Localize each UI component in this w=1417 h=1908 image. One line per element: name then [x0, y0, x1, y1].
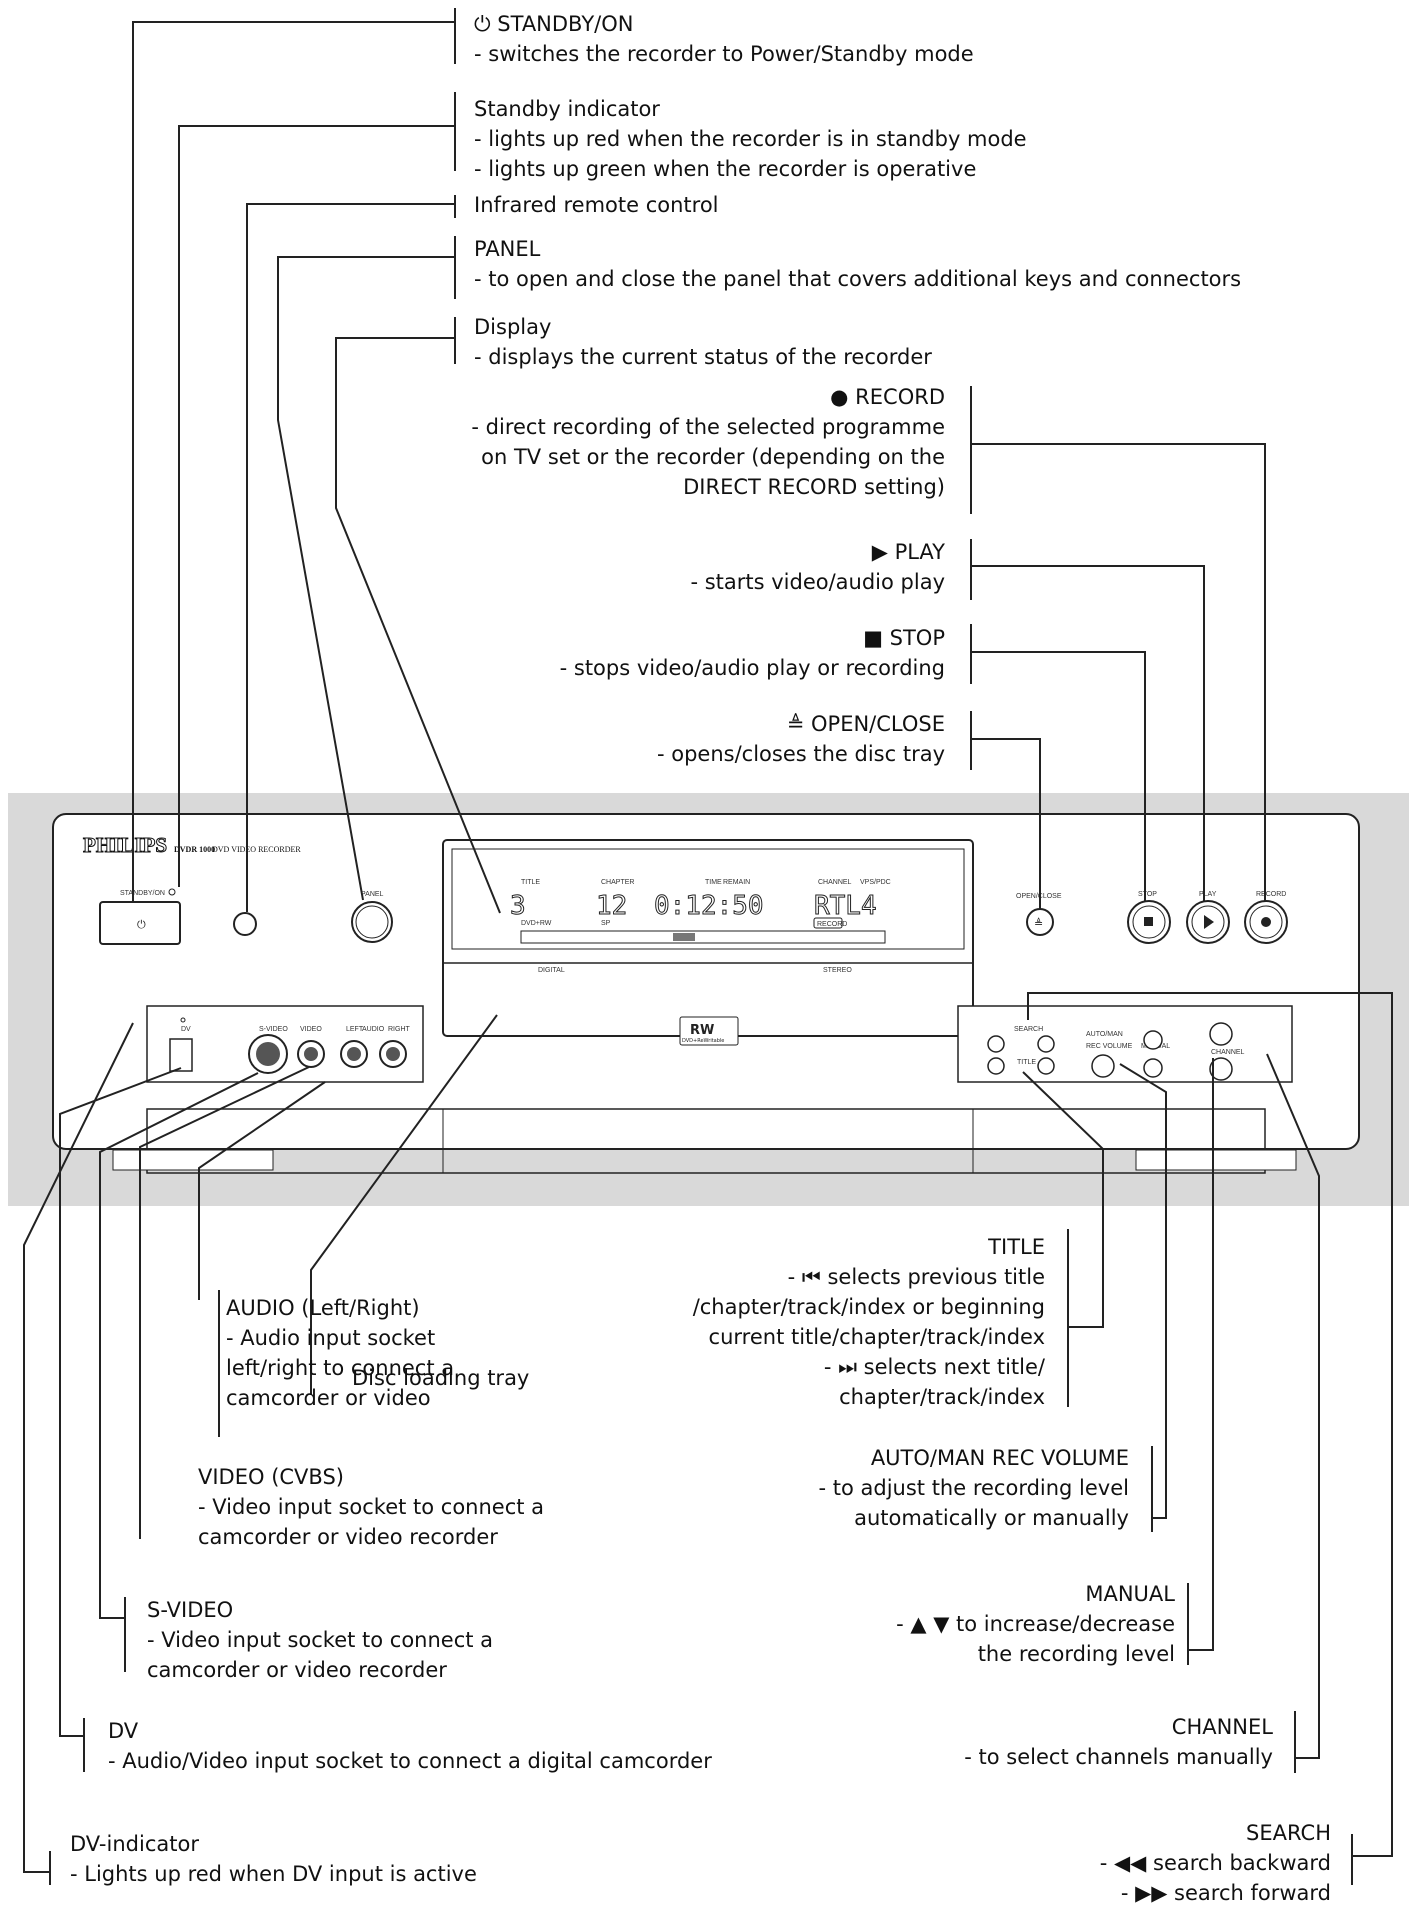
- display-time-value: 0:12:50: [654, 891, 764, 921]
- auto-man-label: AUTO/MAN: [1086, 1031, 1123, 1038]
- display-progress-bar: [520, 930, 886, 944]
- dv-indicator-led: [180, 1017, 186, 1023]
- callout-display: Display - displays the current status of…: [474, 315, 932, 369]
- display-channel-value: RTL4: [814, 891, 877, 921]
- svg-text:DVD+ReWritable: DVD+ReWritable: [682, 1038, 724, 1044]
- infrared-remote-sensor: [233, 912, 257, 936]
- callout-manual: MANUAL - ▲ ▼ to increase/decrease the re…: [896, 1582, 1175, 1666]
- play-label: PLAY: [1199, 891, 1217, 898]
- callout-s-video: S-VIDEO - Video input socket to connect …: [147, 1598, 494, 1682]
- standby-on-button[interactable]: [99, 901, 181, 945]
- callout-panel: PANEL - to open and close the panel that…: [474, 237, 1242, 291]
- callout-play: ▶ PLAY - starts video/audio play: [690, 540, 945, 594]
- callout-audio: AUDIO (Left/Right) - Audio input socket …: [226, 1296, 455, 1410]
- callout-standby-indicator: Standby indicator - lights up red when t…: [474, 97, 1027, 181]
- display-dvd-rw: DVD+RW: [521, 920, 552, 927]
- display-channel-label: CHANNEL: [818, 879, 852, 886]
- left-foot: [112, 1149, 274, 1171]
- callout-title: TITLE - ⏮ selects previous title /chapte…: [692, 1235, 1045, 1409]
- display-vps-label: VPS/PDC: [860, 879, 891, 886]
- callout-standby-on: ⏻ STANDBY/ON - switches the recorder to …: [474, 12, 974, 66]
- callout-open-close: ≜ OPEN/CLOSE - opens/closes the disc tra…: [656, 712, 945, 766]
- leader-lines: [23, 21, 1393, 1873]
- display-chapter-value: 12: [596, 891, 627, 921]
- display-title-value: 3: [510, 891, 526, 921]
- channel-down-button[interactable]: [1209, 1057, 1233, 1081]
- callout-brackets: [49, 8, 1353, 1885]
- channel-up-button[interactable]: [1209, 1022, 1233, 1046]
- callout-infrared-remote: Infrared remote control: [474, 193, 719, 217]
- display-digital: DIGITAL: [538, 967, 565, 974]
- standby-indicator-led: [168, 888, 176, 896]
- panel-button-label: PANEL: [361, 891, 384, 898]
- video-label: VIDEO: [300, 1026, 322, 1033]
- record-icon: [1261, 917, 1271, 927]
- stop-icon: [1144, 917, 1153, 926]
- stop-label: STOP: [1138, 891, 1157, 898]
- display-stereo: STEREO: [823, 967, 852, 974]
- audio-right-label: RIGHT: [388, 1026, 411, 1033]
- svg-text:RW: RW: [690, 1023, 714, 1038]
- display-record-badge: RECORD: [817, 921, 847, 928]
- s-video-label: S-VIDEO: [259, 1026, 288, 1033]
- record-label: RECORD: [1256, 891, 1286, 898]
- audio-label: AUDIO: [362, 1026, 385, 1033]
- brand-logo: PHILIPS: [83, 833, 167, 857]
- dv-socket: [169, 1038, 193, 1072]
- callout-dv: DV - Audio/Video input socket to connect…: [108, 1719, 712, 1773]
- callout-disc-tray: Disc loading tray: [352, 1366, 530, 1390]
- display-window: [442, 839, 974, 1037]
- callout-search: SEARCH - ◀◀ search backward - ▶▶ search …: [1099, 1821, 1331, 1905]
- search-backward-button[interactable]: [987, 1035, 1005, 1053]
- rec-volume-label: REC VOLUME: [1086, 1043, 1133, 1050]
- play-icon: [1204, 915, 1214, 929]
- callout-channel: CHANNEL - to select channels manually: [964, 1715, 1273, 1769]
- display-sp: SP: [601, 920, 611, 927]
- display-title-label: TITLE: [521, 879, 540, 886]
- eject-icon: ≜: [1034, 917, 1043, 930]
- rw-logo: [679, 1016, 739, 1046]
- callout-dv-indicator: DV-indicator - Lights up red when DV inp…: [70, 1832, 477, 1886]
- dv-label: DV: [181, 1026, 191, 1033]
- audio-left-label: LEFT: [346, 1026, 364, 1033]
- callout-video-cvbs: VIDEO (CVBS) - Video input socket to con…: [198, 1465, 545, 1549]
- right-foot: [1135, 1149, 1297, 1171]
- title-previous-button[interactable]: [987, 1057, 1005, 1075]
- title-next-button[interactable]: [1037, 1057, 1055, 1075]
- open-close-label: OPEN/CLOSE: [1016, 893, 1062, 900]
- key-panel: [957, 1005, 1293, 1083]
- power-icon: ⏻: [137, 918, 146, 931]
- callout-record: ● RECORD - direct recording of the selec…: [471, 385, 945, 499]
- panel-button[interactable]: [351, 901, 393, 943]
- callout-stop: ■ STOP - stops video/audio play or recor…: [559, 626, 945, 680]
- callout-auto-man-rec-volume: AUTO/MAN REC VOLUME - to adjust the reco…: [818, 1446, 1129, 1530]
- display-time-label: TIME: [705, 879, 722, 886]
- model-description: DVD VIDEO RECORDER: [212, 845, 301, 854]
- model-name: DVDR 1000: [174, 845, 215, 854]
- bottom-rail: [146, 1108, 1266, 1174]
- display-chapter-label: CHAPTER: [601, 879, 634, 886]
- search-label: SEARCH: [1014, 1026, 1043, 1033]
- search-forward-button[interactable]: [1037, 1035, 1055, 1053]
- auto-man-rec-volume-button[interactable]: [1091, 1054, 1115, 1078]
- title-key-label: TITLE: [1017, 1059, 1036, 1066]
- display-remain-label: REMAIN: [723, 879, 750, 886]
- standby-label: STANDBY/ON: [120, 890, 165, 897]
- manual-down-button[interactable]: [1143, 1058, 1163, 1078]
- manual-up-button[interactable]: [1143, 1030, 1163, 1050]
- channel-key-label: CHANNEL: [1211, 1049, 1245, 1056]
